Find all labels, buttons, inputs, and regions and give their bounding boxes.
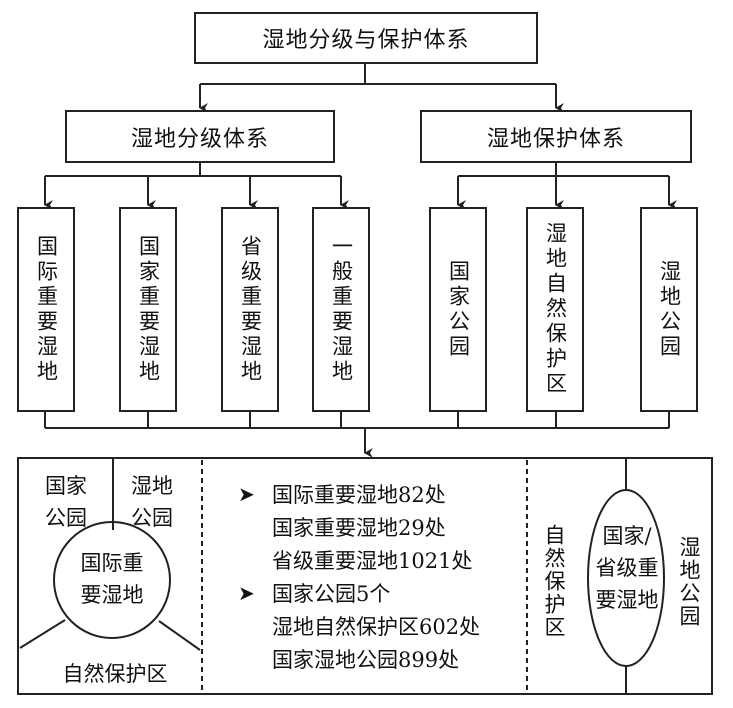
grading-item-label: 国际重要湿地 bbox=[34, 234, 59, 385]
protection-system-box: 湿地保护体系 bbox=[420, 110, 692, 163]
grading-system-box: 湿地分级体系 bbox=[65, 110, 335, 163]
bullet-arrow-icon: ➤ bbox=[238, 580, 255, 605]
protection-item-wetland-park: 湿地公园 bbox=[640, 207, 698, 412]
stat-line: 湿地自然保护区602处 bbox=[272, 614, 481, 639]
protection-item-reserve: 湿地自然保护区 bbox=[526, 207, 584, 412]
grading-item-label: 国家重要湿地 bbox=[136, 234, 161, 385]
left-center-label: 国际重要湿地 bbox=[80, 551, 144, 607]
left-national-park: 国家公园 bbox=[45, 474, 87, 530]
grading-item-label: 省级重要湿地 bbox=[238, 234, 263, 385]
grading-item-provincial: 省级重要湿地 bbox=[221, 207, 279, 412]
grading-item-general: 一般重要湿地 bbox=[312, 207, 370, 412]
center-circle-left bbox=[53, 521, 171, 639]
root-label: 湿地分级与保护体系 bbox=[262, 28, 470, 53]
stat-line: 省级重要湿地1021处 bbox=[272, 548, 473, 573]
left-wetland-park: 湿地公园 bbox=[131, 474, 173, 530]
left-reserve: 自然保护区 bbox=[62, 662, 168, 686]
root-box: 湿地分级与保护体系 bbox=[194, 12, 538, 64]
right-reserve: 自然保护区 bbox=[542, 524, 566, 639]
stat-line: 国家重要湿地29处 bbox=[272, 515, 446, 540]
right-wetland-park: 湿地公园 bbox=[677, 536, 701, 628]
right-center-label: 国家/省级重要湿地 bbox=[595, 524, 659, 612]
bullet-arrow-icon: ➤ bbox=[238, 481, 255, 506]
grading-item-national: 国家重要湿地 bbox=[119, 207, 177, 412]
grading-item-label: 一般重要湿地 bbox=[329, 234, 354, 385]
stat-line: 国际重要湿地82处 bbox=[272, 482, 446, 507]
protection-item-label: 湿地自然保护区 bbox=[543, 222, 568, 397]
stats-list: ➤ 国际重要湿地82处 国家重要湿地29处 省级重要湿地1021处 ➤ 国家公园… bbox=[238, 477, 480, 675]
protection-system-label: 湿地保护体系 bbox=[486, 126, 625, 152]
protection-item-national-park: 国家公园 bbox=[429, 207, 487, 412]
stat-line: 国家湿地公园899处 bbox=[272, 647, 460, 672]
summary-panel bbox=[17, 457, 713, 695]
grading-item-international: 国际重要湿地 bbox=[17, 207, 75, 412]
grading-system-label: 湿地分级体系 bbox=[130, 126, 269, 152]
protection-item-label: 湿地公园 bbox=[657, 259, 682, 360]
protection-item-label: 国家公园 bbox=[446, 259, 471, 360]
stat-line: 国家公园5个 bbox=[272, 581, 391, 606]
